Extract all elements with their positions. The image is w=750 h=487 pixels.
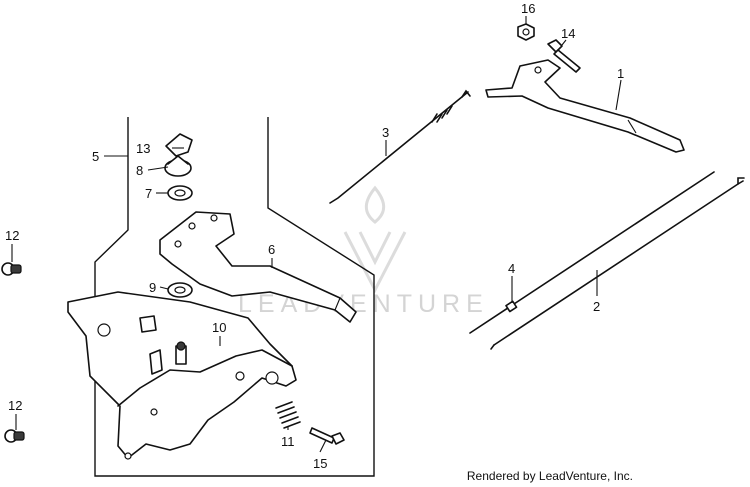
washer-lower-part: [167, 282, 193, 298]
callout-8: 8: [136, 163, 143, 178]
callout-9: 9: [149, 280, 156, 295]
bolt-part: [547, 39, 581, 73]
callout-5: 5: [92, 149, 99, 164]
lever-arm-part: [485, 59, 685, 153]
render-credit: Rendered by LeadVenture, Inc.: [466, 469, 633, 483]
callout-7: 7: [145, 186, 152, 201]
wing-nut-part: [165, 133, 193, 157]
leader-lines: [11, 16, 622, 453]
cap-part: [164, 155, 192, 177]
callout-10: 10: [212, 320, 226, 335]
callout-2: 2: [593, 299, 600, 314]
spring-rod-part: [329, 89, 471, 204]
nut-part: [517, 23, 535, 41]
throttle-lever-part: [159, 211, 357, 323]
screw-part: [309, 427, 345, 445]
rod-clip-part: [505, 300, 518, 313]
grommet-lower-part: [4, 429, 25, 443]
washer-part: [167, 185, 193, 201]
callout-13: 13: [136, 141, 150, 156]
callout-6: 6: [268, 242, 275, 257]
callout-1: 1: [617, 66, 624, 81]
callout-3: 3: [382, 125, 389, 140]
grommet-upper-part: [1, 262, 22, 276]
assembly-group-outline: [94, 117, 375, 477]
callout-12-lower: 12: [8, 398, 22, 413]
callout-15: 15: [313, 456, 327, 471]
watermark-logo: [343, 185, 407, 294]
callout-12-upper: 12: [5, 228, 19, 243]
callout-16: 16: [521, 1, 535, 16]
callout-11: 11: [281, 434, 295, 449]
bracket-base-part: [67, 291, 297, 460]
callout-14: 14: [561, 26, 575, 41]
spring-part: [275, 401, 301, 429]
callout-4: 4: [508, 261, 515, 276]
